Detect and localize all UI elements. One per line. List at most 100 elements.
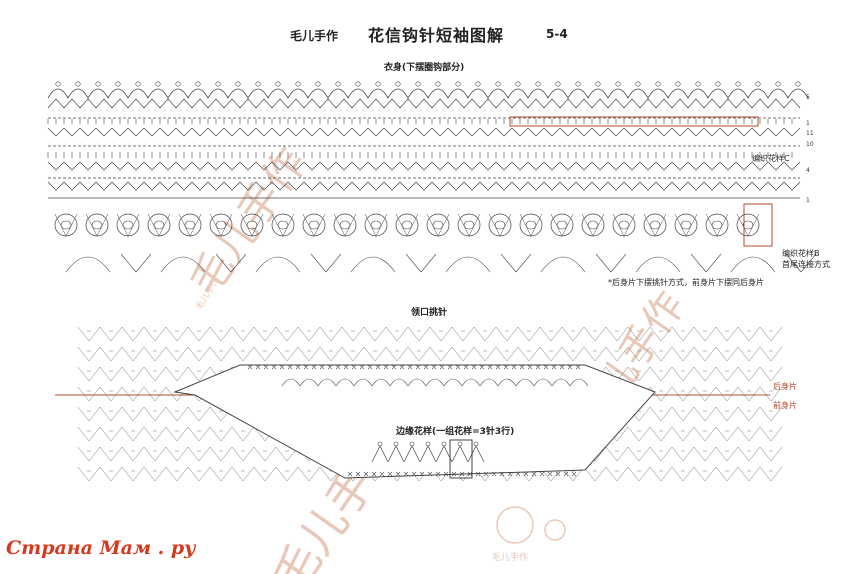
- fan-motif-rays: [550, 213, 574, 237]
- picot-mark: [135, 81, 141, 87]
- fan-motif: [364, 213, 388, 237]
- fan-motif-core: [649, 220, 661, 230]
- picot-mark: [755, 81, 761, 87]
- fan-motif-core: [463, 220, 475, 230]
- hem-row-3: [47, 181, 801, 191]
- edge-motif-arc: [353, 378, 373, 387]
- fan-motif-rays: [302, 213, 326, 237]
- join-method-label: 首尾连接方式: [782, 260, 830, 269]
- edge-motif-arc: [497, 378, 517, 387]
- fan-motif: [705, 213, 729, 237]
- fan-motif-ring: [612, 213, 636, 237]
- fan-motif-core: [60, 220, 72, 230]
- fan-motif-ring: [674, 213, 698, 237]
- neck-section-title: 领口挑针: [411, 308, 448, 318]
- picot-mark: [355, 81, 361, 87]
- picot-mark: [115, 81, 121, 87]
- picot-mark: [75, 81, 81, 87]
- fan-motif-core: [494, 220, 506, 230]
- fan-motif-rays: [705, 213, 729, 237]
- bottom-lace-v: [310, 253, 342, 273]
- picot-mark: [95, 81, 101, 87]
- edge-motif-arc: [533, 378, 553, 387]
- fan-motif-core: [525, 220, 537, 230]
- bottom-lace-arc: [730, 256, 776, 273]
- bottom-lace-v: [405, 253, 437, 273]
- lace-mesh-row: [77, 326, 783, 342]
- picot-mark: [795, 81, 801, 87]
- picot-mark: [455, 81, 461, 87]
- page-title: 花信钩针短袖图解: [368, 26, 505, 45]
- fan-motif-rays: [488, 213, 512, 237]
- picot-mark: [215, 81, 221, 87]
- fan-motif-rays: [519, 213, 543, 237]
- fan-motif-core: [556, 220, 568, 230]
- fan-motif-rays: [581, 213, 605, 237]
- fan-motif-rays: [54, 213, 78, 237]
- fan-motif: [302, 213, 326, 237]
- edge-pattern-label: 边缘花样(一组花样=3针3行): [396, 427, 515, 437]
- fan-motif-rays: [116, 213, 140, 237]
- fan-motif-rays: [333, 213, 357, 237]
- picot-mark: [235, 81, 241, 87]
- fan-motif-ring: [643, 213, 667, 237]
- pattern-c-label: 编织花样C: [752, 154, 790, 163]
- fan-motif-ring: [488, 213, 512, 237]
- edge-sample-picot: [457, 441, 463, 447]
- picot-mark: [335, 81, 341, 87]
- edge-motif-arc: [551, 378, 571, 387]
- picot-mark: [295, 81, 301, 87]
- fan-motif-ring: [333, 213, 357, 237]
- fan-motif-core: [153, 220, 165, 230]
- picot-mark: [155, 81, 161, 87]
- edge-sample-picot: [473, 441, 479, 447]
- edge-sample-picot: [377, 441, 383, 447]
- fan-motif-ring: [85, 213, 109, 237]
- edge-sample-picot: [409, 441, 415, 447]
- fan-motif: [674, 213, 698, 237]
- fan-motif-core: [246, 220, 258, 230]
- lace-mesh-row: [77, 346, 783, 362]
- fan-motif-rays: [271, 213, 295, 237]
- pattern-b-label: 编织花样B: [782, 249, 820, 258]
- edge-motif-arc: [335, 378, 355, 387]
- bottom-lace-arc: [635, 256, 681, 273]
- bottom-lace-arc: [160, 256, 206, 273]
- picot-mark: [635, 81, 641, 87]
- fan-motif-ring: [364, 213, 388, 237]
- fan-motif-core: [742, 220, 754, 230]
- fan-motif: [643, 213, 667, 237]
- fan-motif-ring: [147, 213, 171, 237]
- picot-mark: [395, 81, 401, 87]
- edge-motif-arc: [389, 378, 409, 387]
- fan-motif: [519, 213, 543, 237]
- picot-mark: [555, 81, 561, 87]
- fan-motif-rays: [736, 213, 760, 237]
- bottom-lace-v: [785, 253, 817, 273]
- bottom-lace-v: [690, 253, 722, 273]
- fan-motif-rays: [147, 213, 171, 237]
- row-label-11: 11: [806, 130, 814, 137]
- neckline-chart: [55, 326, 783, 482]
- fan-motif-ring: [581, 213, 605, 237]
- fan-motif-ring: [302, 213, 326, 237]
- fan-motif-ring: [550, 213, 574, 237]
- fan-motif-core: [339, 220, 351, 230]
- fan-motif-core: [215, 220, 227, 230]
- fan-motif: [457, 213, 481, 237]
- fan-motif: [116, 213, 140, 237]
- picot-mark: [775, 81, 781, 87]
- edge-motif-arc: [299, 378, 319, 387]
- picot-mark: [695, 81, 701, 87]
- watermark-mark: 毛儿手作: [492, 551, 528, 563]
- row-label-10: 10: [806, 141, 814, 148]
- fan-motif: [271, 213, 295, 237]
- fan-motif-core: [711, 220, 723, 230]
- bottom-lace-arc: [255, 256, 301, 273]
- picot-mark: [175, 81, 181, 87]
- picot-mark: [195, 81, 201, 87]
- fan-motif-ring: [426, 213, 450, 237]
- fan-motif: [54, 213, 78, 237]
- fan-motif: [147, 213, 171, 237]
- fan-motif-ring: [705, 213, 729, 237]
